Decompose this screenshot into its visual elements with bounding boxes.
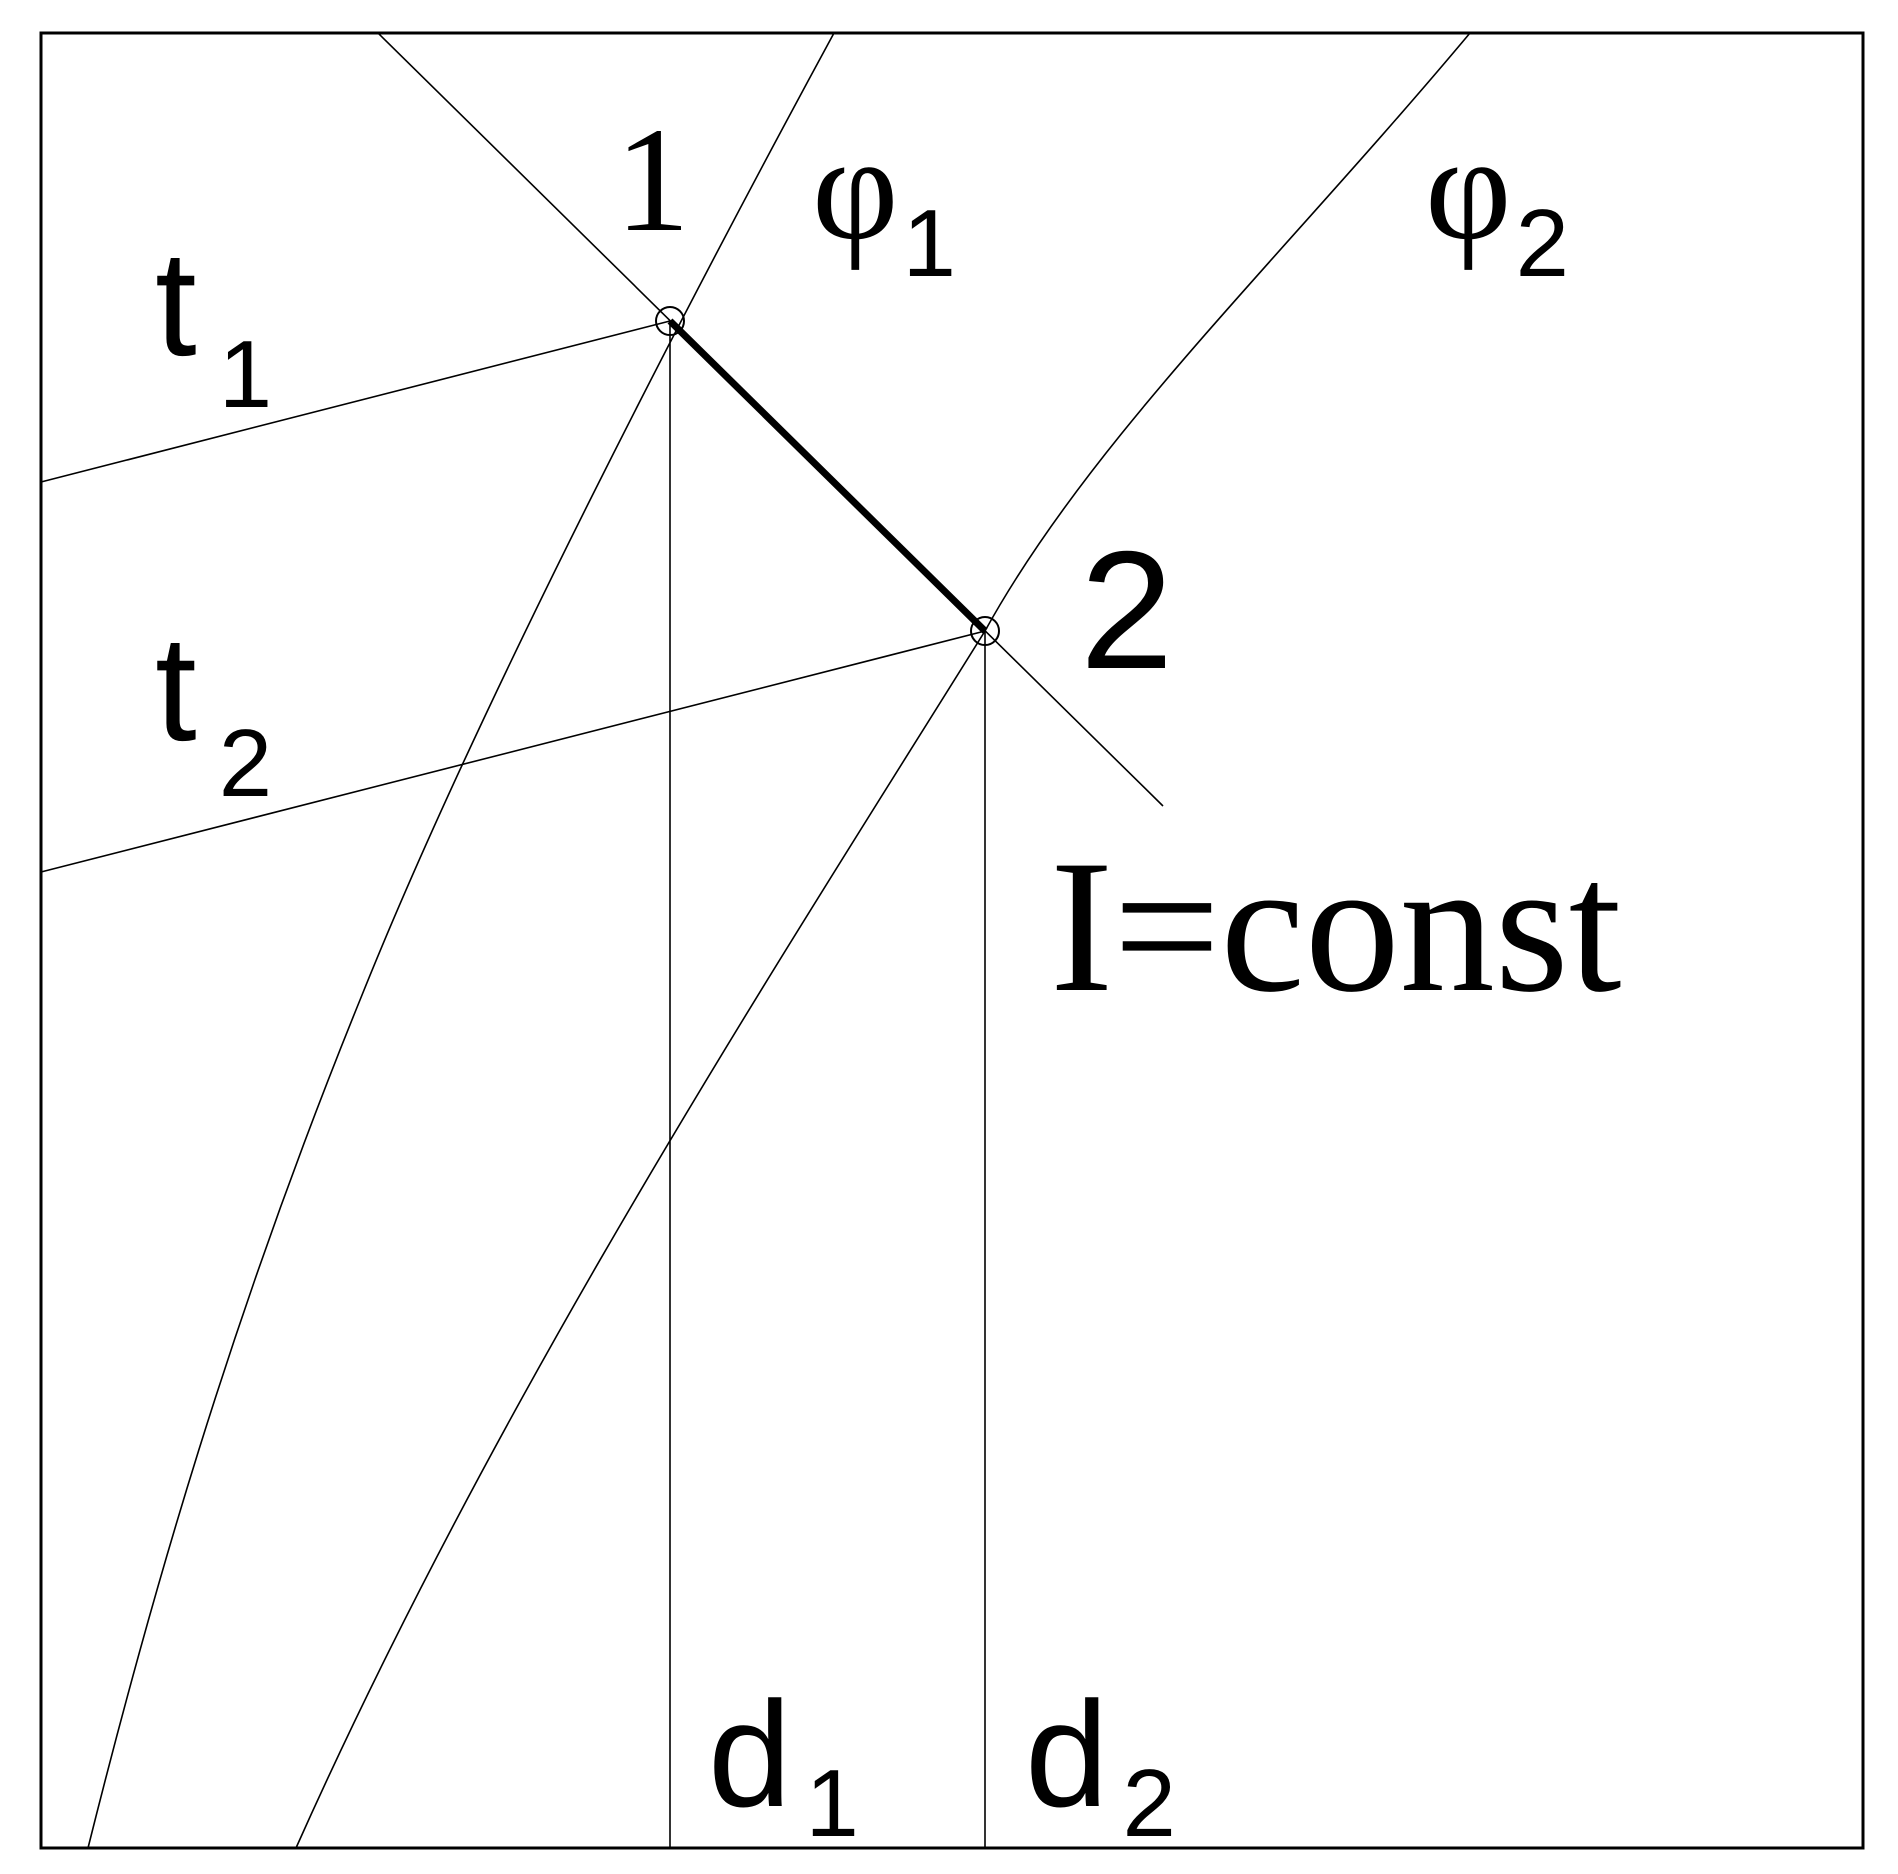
state-point-1-label: 1 xyxy=(615,97,690,263)
phi-2-curve xyxy=(295,32,1471,1849)
diagram-frame xyxy=(39,31,1865,1850)
state-point-2-marker xyxy=(970,616,1000,646)
t-1-isotherm xyxy=(40,320,671,483)
t-2-isotherm xyxy=(40,630,986,873)
phi-1-label: φ1 xyxy=(812,105,956,297)
isenthalp-label: I=const xyxy=(1050,822,1621,1032)
phi-1-curve xyxy=(87,32,835,1849)
state-point-2-label: 2 xyxy=(1080,516,1173,704)
process-line xyxy=(667,318,988,634)
phi-2-label: φ2 xyxy=(1425,105,1569,297)
state-point-1-marker xyxy=(655,306,685,336)
